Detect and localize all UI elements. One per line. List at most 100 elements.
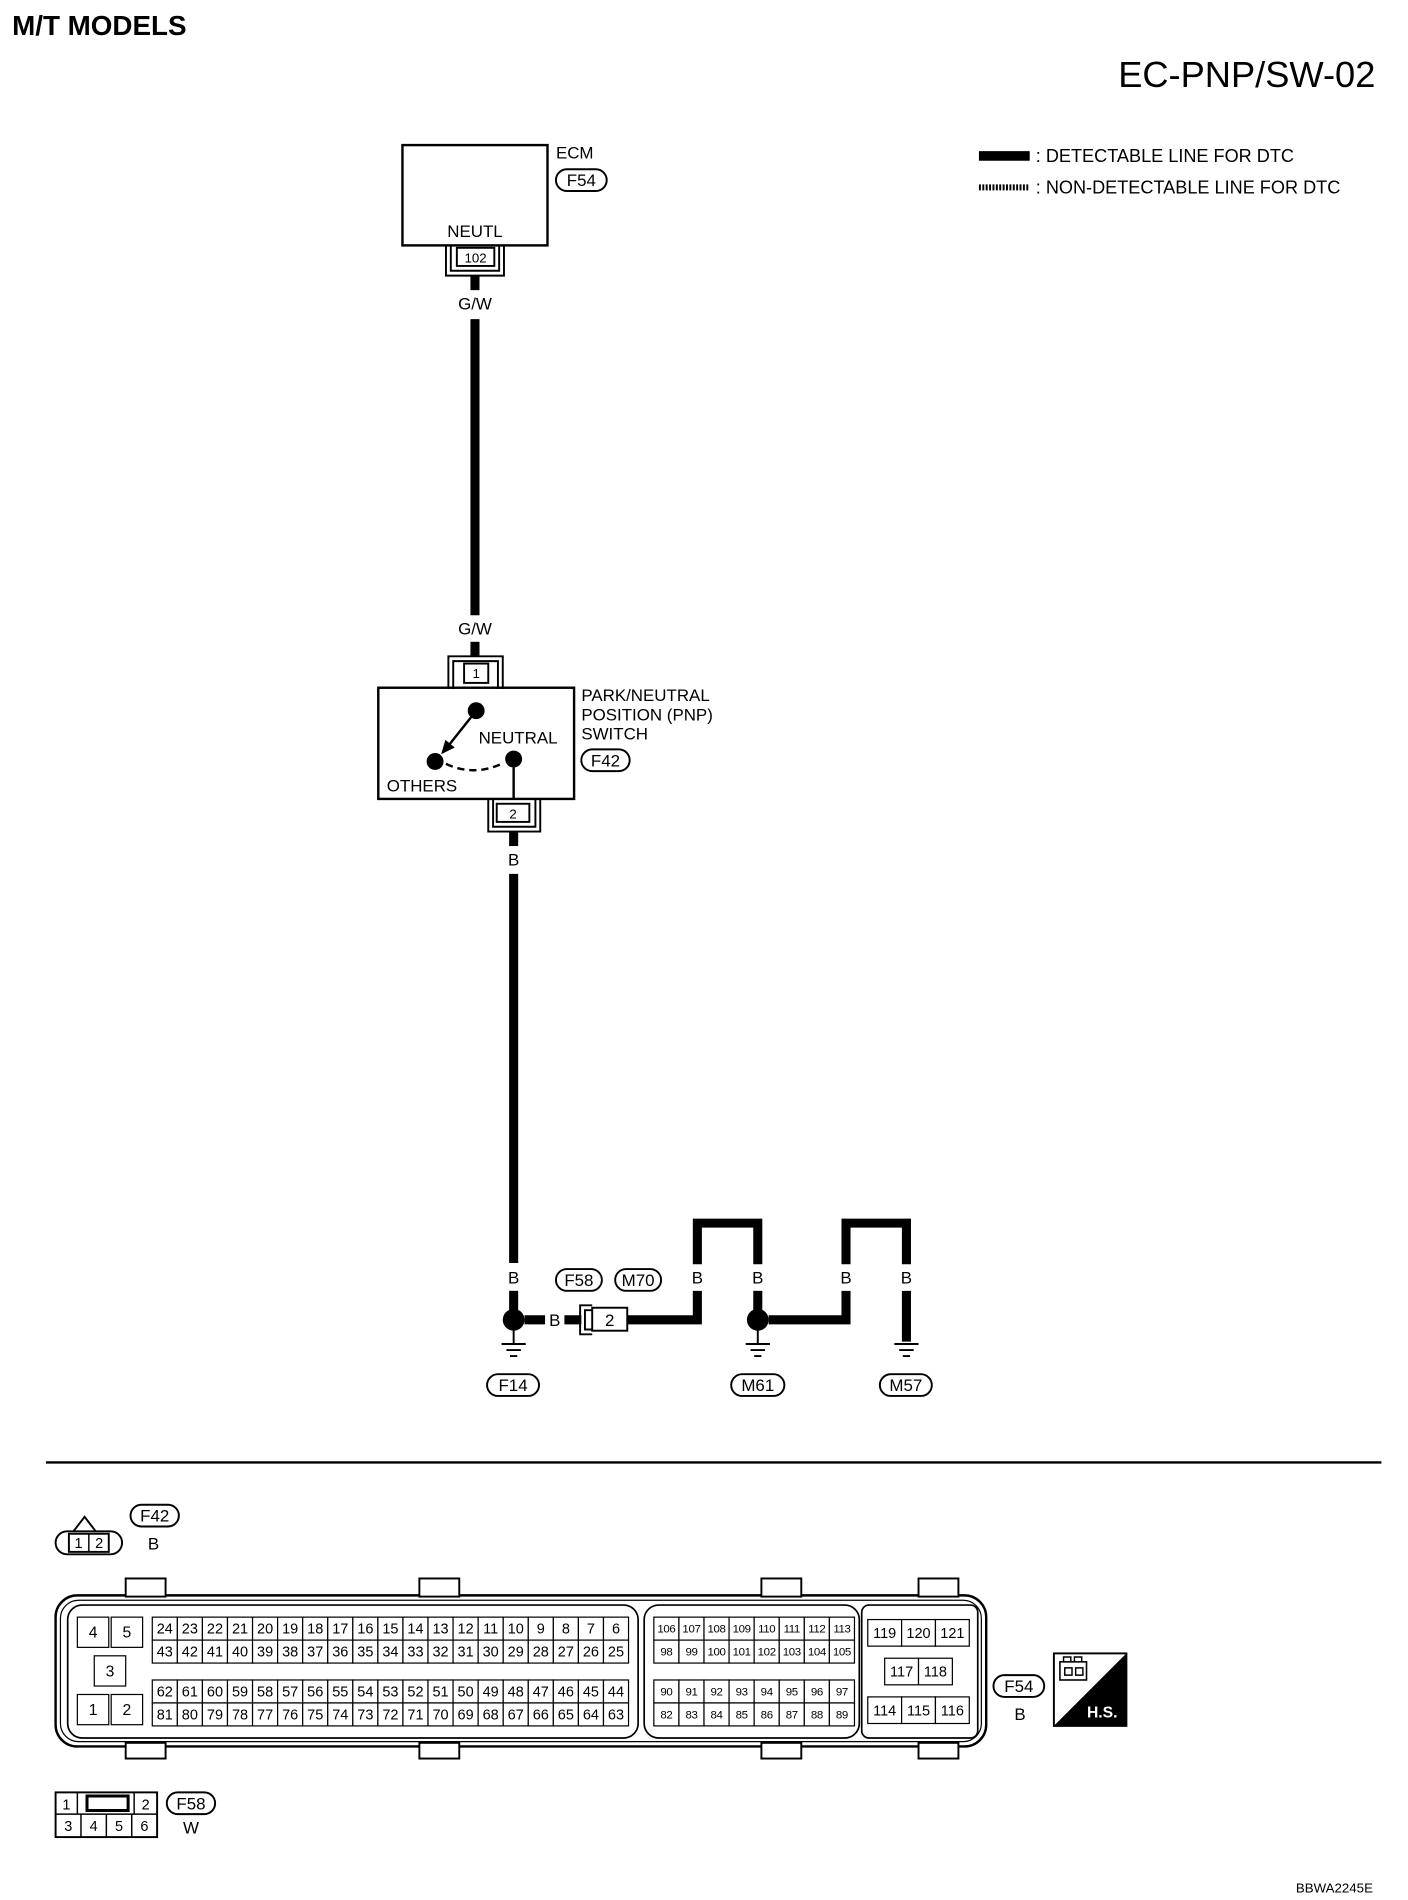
connector-lock-slot — [85, 1794, 130, 1813]
f54-pin-cell — [110, 1693, 144, 1726]
f54-pin-label: 32 — [432, 1645, 448, 1661]
f54-pin-label: 53 — [382, 1685, 398, 1701]
f54-pin-label: 74 — [332, 1708, 348, 1724]
ecm-connector-bracket — [445, 245, 505, 277]
f54-pin-label: 109 — [733, 1624, 751, 1636]
f54-pin-label: 63 — [608, 1708, 624, 1724]
pnp-switch-name-line: PARK/NEUTRAL — [581, 686, 709, 705]
f54-pin-label: 50 — [458, 1685, 474, 1701]
connector-tab — [418, 1741, 461, 1760]
wire-color-label: G/W — [458, 294, 492, 313]
f54-pin-label: 105 — [833, 1647, 851, 1659]
f54-pin-label: 9 — [537, 1622, 545, 1638]
f54-pin-label: 101 — [733, 1647, 751, 1659]
f54-pin-cell — [76, 1693, 110, 1726]
f54-pin-label: 67 — [508, 1708, 524, 1724]
f54-pin-label: 64 — [583, 1708, 599, 1724]
legend-non-detectable-label: : NON-DETECTABLE LINE FOR DTC — [1036, 177, 1341, 197]
f54-pin-label: 37 — [307, 1645, 323, 1661]
f54-pin-cell — [867, 1618, 903, 1647]
wire-segment — [627, 1290, 702, 1325]
pnp-switch-box — [377, 686, 576, 801]
switch-travel-path — [445, 761, 505, 772]
f54-pin-label: 42 — [182, 1645, 198, 1661]
pnp-connector-pill — [580, 748, 631, 773]
f54-pin-label: 86 — [761, 1710, 773, 1722]
f54-pin-label: 111 — [784, 1624, 800, 1636]
switch-neutral-contact — [505, 750, 523, 768]
wire-segment — [692, 1218, 763, 1265]
wire-color-label: B — [508, 1269, 519, 1288]
f54-pin-label: 15 — [382, 1622, 398, 1638]
f54-pin-label: 92 — [711, 1687, 723, 1699]
f54-pin-label: 66 — [533, 1708, 549, 1724]
f54-pin-label: 103 — [783, 1647, 801, 1659]
f54-pin-label: 95 — [786, 1687, 798, 1699]
f54-pin-label: 93 — [736, 1687, 748, 1699]
f54-pin-cell — [93, 1655, 127, 1687]
f54-pin-label: 83 — [685, 1710, 697, 1722]
pnp-pin-1-box — [463, 662, 490, 684]
f54-pin-cell — [110, 1616, 144, 1648]
f54-pin-cell — [828, 1639, 856, 1664]
pnp-switch-name-line: SWITCH — [581, 725, 648, 744]
wire-color-label: B — [752, 1269, 763, 1288]
f58-color: W — [183, 1818, 199, 1837]
pnp-connector-2-bracket-inner — [492, 798, 537, 828]
f54-pin-label: 25 — [608, 1645, 624, 1661]
f58-pin-label: 3 — [64, 1819, 72, 1835]
f54-id: F54 — [1004, 1677, 1033, 1696]
f54-pin-label: 118 — [924, 1665, 947, 1681]
ground-m57-label: M57 — [889, 1376, 922, 1395]
ecm-pin-box — [455, 246, 496, 267]
f54-pin-label: 6 — [612, 1622, 620, 1638]
pnp-connector-1-bracket — [447, 655, 504, 689]
f54-pin-label: 45 — [583, 1685, 599, 1701]
ground-icon — [501, 1329, 526, 1358]
ecm-connector-id: F54 — [567, 171, 596, 190]
ground-icon — [745, 1329, 770, 1358]
f54-pin-label: 38 — [282, 1645, 298, 1661]
connector-tab — [917, 1577, 960, 1598]
f54-pin-cell — [602, 1639, 630, 1664]
f42-pin-label: 2 — [95, 1536, 103, 1552]
f54-pin-label: 33 — [407, 1645, 423, 1661]
ground-m57-pill — [878, 1373, 933, 1397]
wire-b: B B F14 B 2 F58 M70 B B M61 B B — [486, 831, 933, 1397]
pnp-pin-2-number: 2 — [509, 806, 516, 821]
f54-pin-label: 34 — [382, 1645, 398, 1661]
connector-tab — [760, 1741, 803, 1760]
joint-connector-left-id: F58 — [564, 1271, 593, 1290]
f54-pin-label: 107 — [682, 1624, 700, 1636]
f54-pin-label: 89 — [836, 1710, 848, 1722]
f54-pin-label: 114 — [873, 1703, 896, 1719]
wire-color-label: B — [692, 1269, 703, 1288]
f54-pin-label: 77 — [257, 1708, 273, 1724]
f54-pin-label: 5 — [123, 1625, 132, 1642]
connector-icon — [1059, 1656, 1088, 1681]
f54-pin-label: 7 — [587, 1622, 595, 1638]
f58-id: F58 — [176, 1794, 205, 1813]
f54-pin-label: 117 — [890, 1665, 913, 1681]
f54-pin-label: 1 — [89, 1702, 98, 1719]
connector-view-f58: 1 2 3 4 5 6 F58 W — [54, 1791, 217, 1839]
f54-pin-label: 115 — [907, 1703, 930, 1719]
ground-m61-label: M61 — [741, 1376, 774, 1395]
f54-pin-label: 36 — [332, 1645, 348, 1661]
f54-pin-label: 24 — [157, 1622, 173, 1638]
diagram-code: EC-PNP/SW-02 — [1118, 54, 1375, 95]
f54-pin-label: 12 — [458, 1622, 474, 1638]
f54-pin-label: 11 — [483, 1622, 498, 1638]
f54-pin-label: 29 — [508, 1645, 524, 1661]
f54-pin-label: 88 — [811, 1710, 823, 1722]
pin-block-frame — [860, 1604, 979, 1739]
ecm-terminal-label: NEUTL — [447, 222, 502, 241]
f42-id-pill — [129, 1503, 180, 1528]
f54-pin-label: 17 — [332, 1622, 348, 1638]
f58-pin-label: 2 — [142, 1797, 150, 1813]
f54-pin-label: 62 — [157, 1685, 173, 1701]
connector-icon-detail — [1062, 1656, 1084, 1676]
wire-segment — [768, 1290, 851, 1325]
